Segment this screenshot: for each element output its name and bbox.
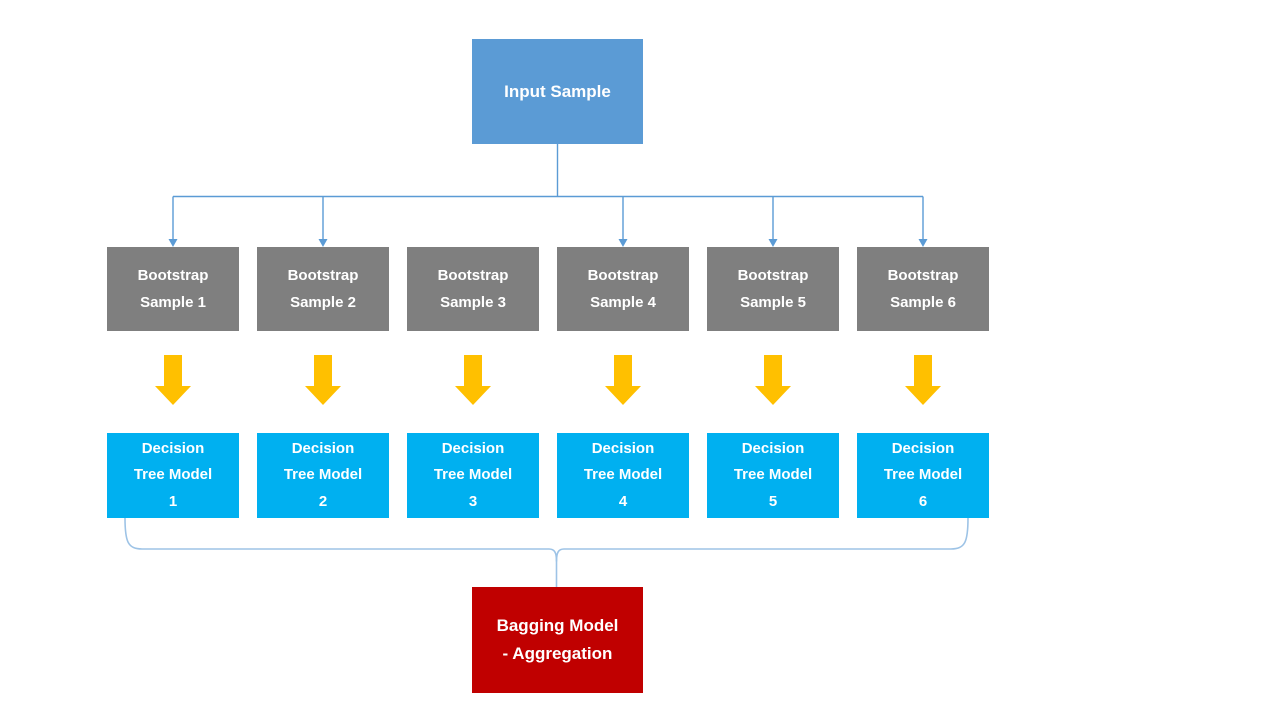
down-arrow-icon [707,355,839,405]
arrow-row [107,355,989,405]
model-row: Decision Tree Model 1 Decision Tree Mode… [107,433,989,518]
bootstrap-sample-3-node: Bootstrap Sample 3 [407,247,539,331]
decision-tree-model-3-node: Decision Tree Model 3 [407,433,539,518]
decision-tree-model-4-node: Decision Tree Model 4 [557,433,689,518]
arrowhead-icon [918,239,928,247]
decision-tree-model-5-node: Decision Tree Model 5 [707,433,839,518]
down-arrow-icon [107,355,239,405]
bootstrap-sample-6-node: Bootstrap Sample 6 [857,247,989,331]
bootstrap-row: Bootstrap Sample 1 Bootstrap Sample 2 Bo… [107,247,989,331]
aggregation-node: Bagging Model - Aggregation [472,587,643,693]
arrowhead-icon [618,239,628,247]
arrowhead-icon [168,239,178,247]
decision-tree-model-1-node: Decision Tree Model 1 [107,433,239,518]
gather-brace [124,517,558,588]
down-arrow-icon [557,355,689,405]
arrowhead-icon [318,239,328,247]
down-arrow-icon [857,355,989,405]
decision-tree-model-2-node: Decision Tree Model 2 [257,433,389,518]
down-arrow-icon [407,355,539,405]
gather-brace [555,517,969,562]
bootstrap-sample-5-node: Bootstrap Sample 5 [707,247,839,331]
down-arrow-icon [257,355,389,405]
input-sample-node: Input Sample [472,39,643,144]
bootstrap-sample-1-node: Bootstrap Sample 1 [107,247,239,331]
decision-tree-model-6-node: Decision Tree Model 6 [857,433,989,518]
bootstrap-sample-4-node: Bootstrap Sample 4 [557,247,689,331]
arrowhead-icon [768,239,778,247]
bootstrap-sample-2-node: Bootstrap Sample 2 [257,247,389,331]
